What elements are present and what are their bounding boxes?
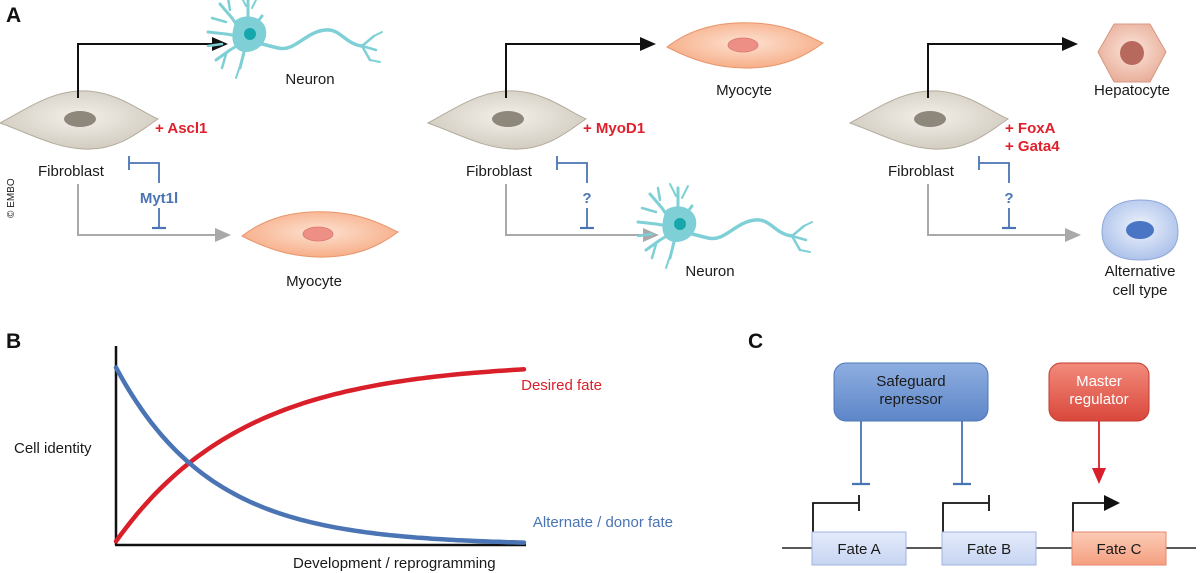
inhibitor-label: ? bbox=[582, 190, 591, 207]
activation-arrowhead bbox=[1092, 468, 1106, 484]
alternate-arrow bbox=[505, 184, 644, 236]
desired-fate-curve bbox=[113, 367, 527, 544]
fibroblast-cell bbox=[849, 90, 1009, 150]
promoter-fate-a bbox=[812, 502, 858, 532]
alternate-fate-label: Neuron bbox=[685, 263, 734, 280]
reprogramming-arrow bbox=[927, 43, 1063, 98]
neuron-cell bbox=[636, 182, 814, 270]
myocyte-cell bbox=[666, 22, 824, 69]
desired-fate-label: Desired fate bbox=[521, 377, 602, 394]
inhibition-bracket bbox=[557, 162, 588, 183]
alternate-arrowhead bbox=[1065, 228, 1081, 242]
fate-a-label: Fate A bbox=[837, 541, 880, 558]
source-cell-label: Fibroblast bbox=[466, 163, 533, 180]
promoter-arrow-fate-c bbox=[1104, 495, 1120, 511]
alternative-cell bbox=[1101, 199, 1179, 261]
panel-a-columns: Fibroblast+ Ascl1Myt1lNeuronMyocyteFibro… bbox=[0, 0, 1179, 299]
promoter-fate-b bbox=[942, 502, 988, 532]
source-cell-label: Fibroblast bbox=[888, 163, 955, 180]
neuron-cell bbox=[206, 0, 384, 80]
fate-c-box bbox=[1071, 531, 1167, 566]
fibroblast-cell bbox=[0, 90, 159, 150]
reprogramming-arrowhead bbox=[640, 37, 656, 51]
panel-c-letter: C bbox=[748, 330, 763, 353]
master-label-line-2: regulator bbox=[1069, 391, 1128, 408]
reprogramming-arrowhead bbox=[1062, 37, 1078, 51]
panel-a-letter: A bbox=[6, 4, 21, 27]
source-cell-label: Fibroblast bbox=[38, 163, 105, 180]
promoter-fate-c bbox=[1072, 502, 1106, 532]
fate-a-box bbox=[811, 531, 907, 566]
inhibitor-label: ? bbox=[1004, 190, 1013, 207]
panel-a-column-3: Fibroblast + FoxA+ Gata4? HepatocyteAltern… bbox=[849, 23, 1179, 299]
factor-label: + MyoD1 bbox=[583, 120, 645, 137]
y-axis-label: Cell identity bbox=[14, 440, 92, 457]
hepatocyte-cell bbox=[1097, 23, 1167, 83]
x-axis-label: Development / reprogramming bbox=[293, 555, 496, 572]
alternate-fate-label: Alternate / donor fate bbox=[533, 514, 673, 531]
panel-b-letter: B bbox=[6, 330, 21, 353]
alternate-fate-label: Alternative bbox=[1105, 263, 1176, 280]
factor-label: + Gata4 bbox=[1005, 138, 1060, 155]
inhibition-bracket bbox=[129, 162, 160, 183]
factor-label: + FoxA bbox=[1005, 120, 1056, 137]
alternate-arrowhead bbox=[215, 228, 231, 242]
desired-fate-label: Neuron bbox=[285, 71, 334, 88]
safeguard-label-line-1: Safeguard bbox=[876, 373, 945, 390]
reprogramming-arrow bbox=[505, 43, 641, 98]
fate-b-label: Fate B bbox=[967, 541, 1011, 558]
myocyte-cell bbox=[241, 211, 399, 258]
fate-b-box bbox=[941, 531, 1037, 566]
inhibitor-label: Myt1l bbox=[140, 190, 178, 207]
panel-c-diagram: Safeguard repressor Master regulator Fat… bbox=[782, 362, 1196, 566]
alternate-arrow bbox=[77, 184, 216, 236]
reprogramming-arrow bbox=[77, 43, 213, 98]
desired-fate-label: Hepatocyte bbox=[1094, 82, 1170, 99]
fibroblast-cell bbox=[427, 90, 587, 150]
alternate-arrow bbox=[927, 184, 1066, 236]
factor-label: + Ascl1 bbox=[155, 120, 207, 137]
alternate-fate-label: Myocyte bbox=[286, 273, 342, 290]
inhibition-bracket bbox=[979, 162, 1010, 183]
safeguard-repressor-box bbox=[833, 362, 989, 422]
alternate-fate-label: cell type bbox=[1112, 282, 1167, 299]
panel-b-graph: Cell identity Development / reprogrammin… bbox=[14, 346, 673, 572]
desired-fate-label: Myocyte bbox=[716, 82, 772, 99]
fate-c-label: Fate C bbox=[1096, 541, 1141, 558]
safeguard-label-line-2: repressor bbox=[879, 391, 942, 408]
copyright-text: © EMBO bbox=[6, 178, 17, 218]
alternate-fate-curve bbox=[113, 365, 527, 545]
master-label-line-1: Master bbox=[1076, 373, 1122, 390]
